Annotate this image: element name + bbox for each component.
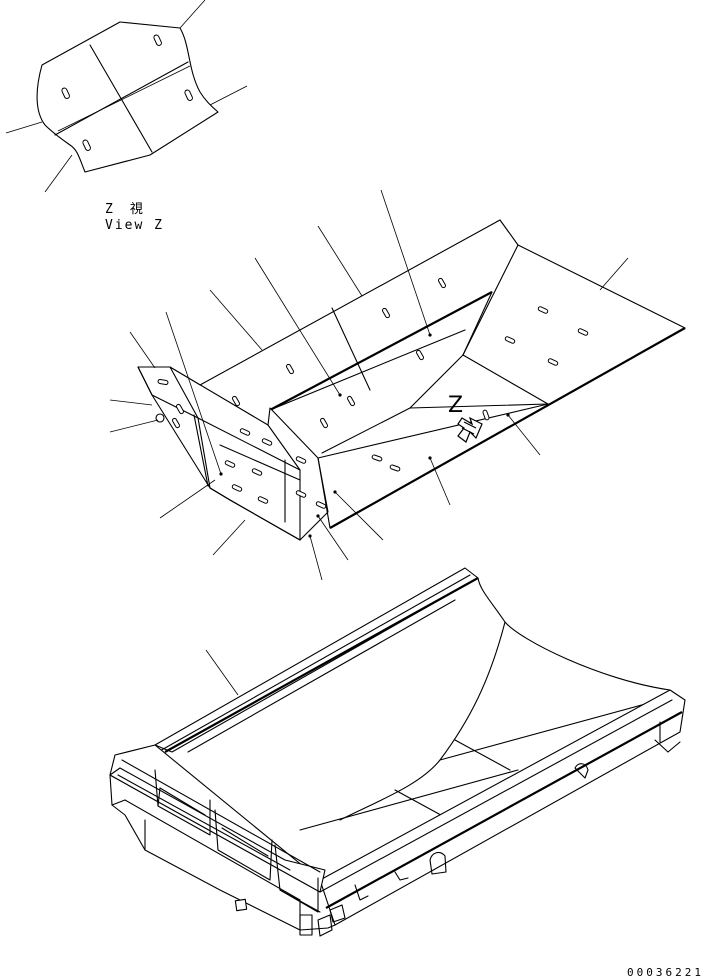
- mounting-hole: [155, 413, 165, 423]
- drawing-code: 00036221: [627, 966, 704, 979]
- view-direction-arrow-icon: [457, 416, 483, 443]
- view-z-label: Z 視 View Z: [105, 202, 164, 233]
- view-z-label-jp: Z 視: [105, 202, 145, 217]
- leader-line-body: [205, 649, 239, 696]
- liner-plate-assembly: Z: [109, 189, 686, 581]
- view-z-arrow: Z: [448, 393, 483, 443]
- reference-points: [219, 333, 510, 538]
- dump-body: [109, 567, 686, 937]
- view-z-detail: [5, 0, 248, 193]
- view-z-label-en: View Z: [105, 218, 164, 233]
- view-z-arrow-letter: Z: [448, 393, 463, 418]
- hinge-block: [234, 898, 248, 912]
- leader-lines-mid: [109, 189, 629, 581]
- slot-group: [157, 277, 589, 509]
